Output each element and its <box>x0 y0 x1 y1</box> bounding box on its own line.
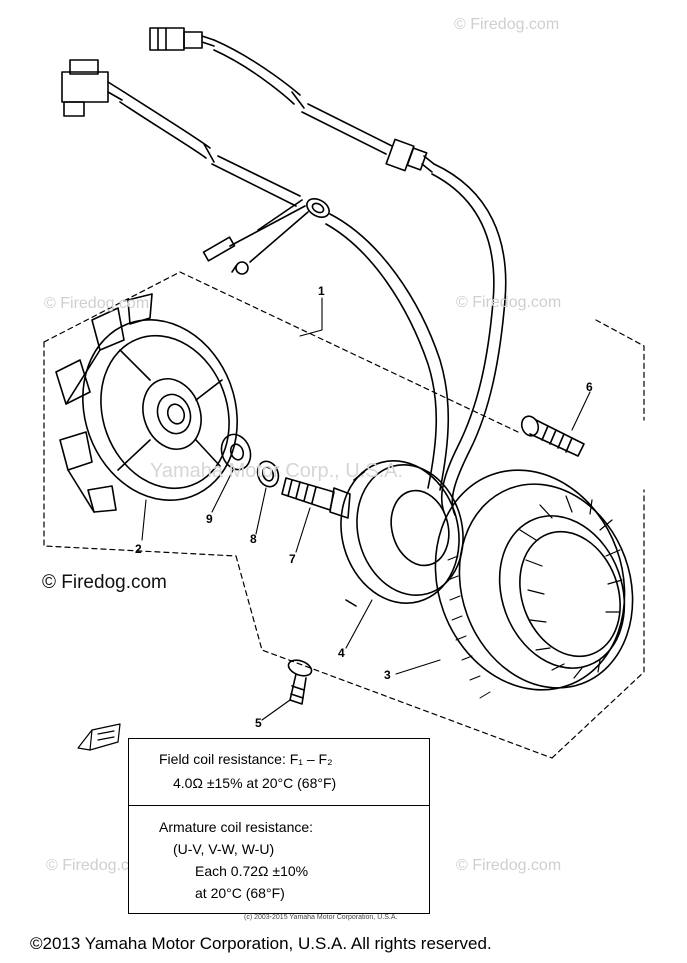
screw <box>287 659 313 705</box>
grommet-icon <box>306 198 330 218</box>
left-connector-icon <box>61 59 125 117</box>
assembly-outline <box>43 271 645 759</box>
resistance-spec-box: Field coil resistance: F₁ – F₂ 4.0Ω ±15%… <box>128 738 430 914</box>
watermark-lower-right: © Firedog.com <box>456 857 562 874</box>
spade-terminal-icon <box>202 236 236 262</box>
ring-terminal-icon <box>231 261 249 275</box>
forward-arrow-icon <box>77 723 121 751</box>
armature-coil-spec-temp: at 20°C (68°F) <box>195 885 285 901</box>
middle-connector-icon <box>385 138 435 173</box>
armature-coil-spec-phases: (U-V, V-W, W-U) <box>173 841 275 857</box>
top-connector-icon <box>149 27 215 51</box>
callout-5: 5 <box>255 716 262 730</box>
footer-copyright: ©2013 Yamaha Motor Corporation, U.S.A. A… <box>30 934 492 953</box>
watermark-mid-right: © Firedog.com <box>456 294 562 311</box>
watermark-left-bold: © Firedog.com <box>42 572 167 593</box>
watermark-upper-left: © Firedog.com <box>44 295 150 312</box>
callout-1: 1 <box>318 284 325 298</box>
stator-armature <box>434 469 634 699</box>
watermark-faint-center: Yamaha Motor Corp., U.S.A. <box>150 460 404 482</box>
housing-fan <box>55 293 238 513</box>
callout-4: 4 <box>338 646 345 660</box>
callout-2: 2 <box>135 542 142 556</box>
watermark-top-right: © Firedog.com <box>454 16 560 33</box>
field-coil-spec-value: 4.0Ω ±15% at 20°C (68°F) <box>173 775 337 791</box>
leader-lines <box>141 297 591 721</box>
stator-bolt <box>520 415 585 457</box>
washer <box>220 433 252 471</box>
spec-divider <box>129 805 429 806</box>
small-copyright: (c) 2003-2015 Yamaha Motor Corporation, … <box>244 914 398 921</box>
field-coil-spec-title: Field coil resistance: F₁ – F₂ <box>159 751 333 767</box>
callout-3: 3 <box>384 668 391 682</box>
lock-washer <box>256 460 280 488</box>
callout-6: 6 <box>586 380 593 394</box>
field-coil <box>340 460 464 607</box>
callout-8: 8 <box>250 532 257 546</box>
bolt <box>281 477 351 519</box>
callout-9: 9 <box>206 512 213 526</box>
armature-coil-spec-value: Each 0.72Ω ±10% <box>195 863 309 879</box>
callout-7: 7 <box>289 552 296 566</box>
watermark-lower-left: © Firedog.com <box>46 857 152 874</box>
armature-coil-spec-title: Armature coil resistance: <box>159 819 314 835</box>
wire-harness <box>61 27 507 516</box>
